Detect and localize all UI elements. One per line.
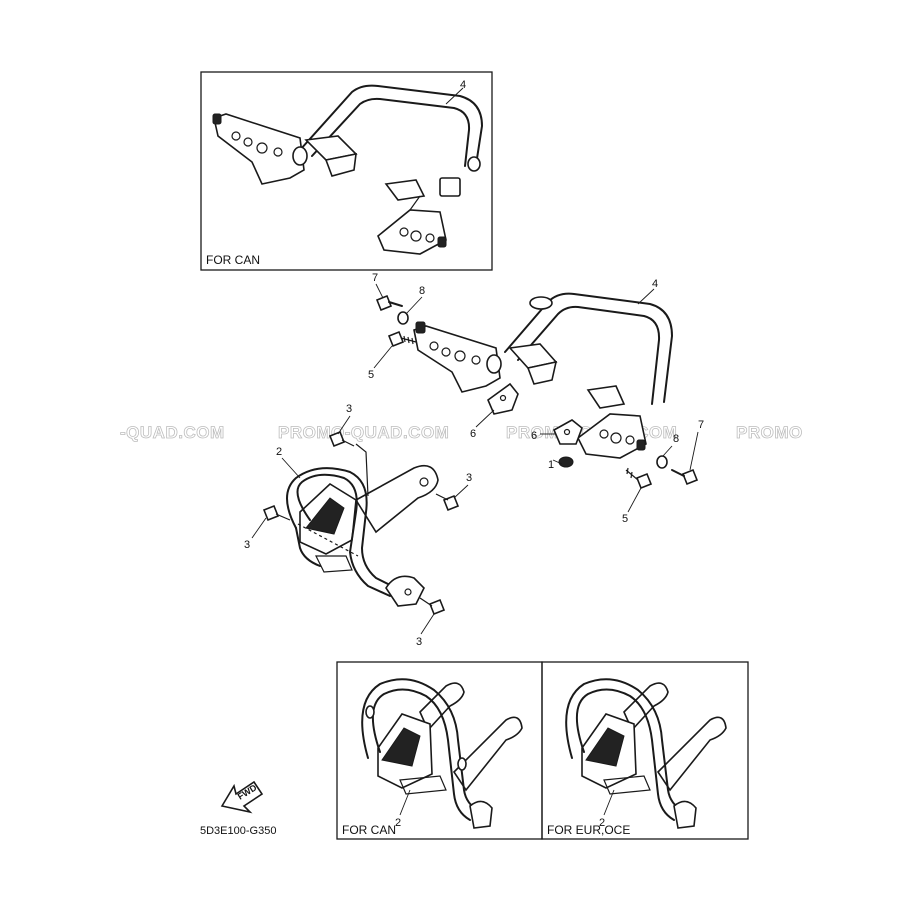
- callout-4: 4: [652, 278, 658, 290]
- fasteners-main: [375, 294, 699, 490]
- inset-bottom-for-can: FOR CAN 2: [336, 661, 543, 840]
- fasteners-front: [262, 430, 460, 616]
- callout-3-top: 3: [346, 403, 352, 415]
- rear-grab-bar-assembly: [413, 292, 673, 468]
- callout-3-left: 3: [244, 539, 250, 551]
- inset-bottom-right-label: FOR EUR,OCE: [547, 823, 630, 837]
- inset-bottom-left-frame: [336, 661, 543, 840]
- callout-7-right: 7: [698, 419, 704, 431]
- watermark-1: -QUAD.COM: [120, 423, 225, 442]
- callouts-front: 3 2 3 3 3: [244, 403, 472, 648]
- callout-2-inset-left: 2: [395, 817, 401, 829]
- callout-6-left: 6: [531, 430, 537, 442]
- callout-3-bottom: 3: [416, 636, 422, 648]
- callout-2: 2: [276, 446, 282, 458]
- front-guard-eur-oce: [565, 678, 727, 829]
- front-guard-can: [361, 678, 523, 829]
- inset-top-frame: [200, 71, 493, 271]
- inset-bottom-for-eur-oce: FOR EUR,OCE 2: [541, 661, 749, 840]
- watermark-2: PROMO-QUAD.COM: [278, 423, 449, 442]
- front-guard-assembly: [286, 443, 439, 607]
- inset-top-for-can: FOR CAN: [200, 71, 493, 271]
- callout-8-right: 8: [673, 433, 679, 445]
- callout-2-inset-right: 2: [599, 817, 605, 829]
- callout-5-top: 5: [368, 369, 374, 381]
- fwd-arrow-icon: FWD: [220, 780, 264, 814]
- inset-bottom-right-frame: [541, 661, 749, 840]
- inset-top-label: FOR CAN: [206, 253, 260, 267]
- callout-6-center: 6: [470, 428, 476, 440]
- diagram-code: 5D3E100-G350: [200, 825, 276, 837]
- callout-4-top: 4: [460, 79, 466, 91]
- callout-5-bottom: 5: [622, 513, 628, 525]
- rear-grab-bar-can: [212, 84, 483, 255]
- inset-bottom-left-label: FOR CAN: [342, 823, 396, 837]
- callout-8-top: 8: [419, 285, 425, 297]
- callouts-main: 4 7 8 5 6 6 1 8 7 5: [368, 272, 704, 525]
- callout-1: 1: [548, 459, 554, 471]
- callout-7-top: 7: [372, 272, 378, 284]
- watermark-4: PROMO: [736, 423, 803, 442]
- callout-3-right: 3: [466, 472, 472, 484]
